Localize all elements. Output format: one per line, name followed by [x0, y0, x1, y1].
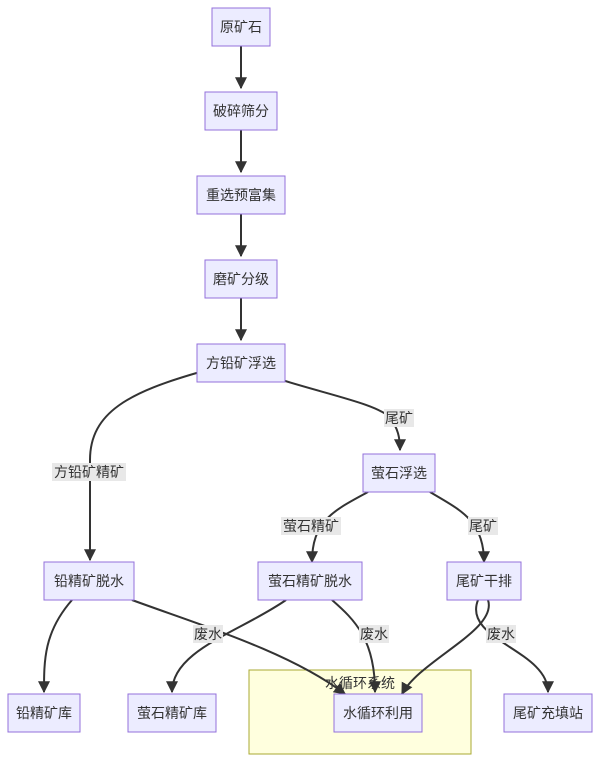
edge-label-waste-water-1: 废水 — [193, 625, 223, 643]
svg-text:原矿石: 原矿石 — [220, 20, 262, 36]
node-gravity: 重选预富集 — [196, 175, 286, 215]
svg-text:尾矿: 尾矿 — [385, 411, 413, 427]
svg-text:水循环利用: 水循环利用 — [343, 706, 413, 722]
svg-text:方铅矿浮选: 方铅矿浮选 — [206, 356, 276, 372]
node-galena-flotation: 方铅矿浮选 — [196, 343, 286, 383]
node-lead-dewater: 铅精矿脱水 — [43, 561, 135, 601]
edge-label-fluorite-conc: 萤石精矿 — [281, 517, 341, 535]
svg-text:尾矿干排: 尾矿干排 — [456, 574, 512, 590]
edge-label-waste-water-3: 废水 — [486, 625, 516, 643]
svg-text:萤石精矿库: 萤石精矿库 — [137, 706, 207, 722]
edge-label-galena-conc: 方铅矿精矿 — [52, 463, 126, 481]
svg-text:废水: 废水 — [360, 627, 388, 643]
svg-text:方铅矿精矿: 方铅矿精矿 — [54, 465, 124, 481]
svg-text:破碎筛分: 破碎筛分 — [213, 104, 269, 120]
svg-text:萤石精矿: 萤石精矿 — [283, 519, 339, 535]
node-water-recycle: 水循环利用 — [333, 693, 423, 733]
svg-text:尾矿: 尾矿 — [469, 519, 497, 535]
svg-text:萤石精矿脱水: 萤石精矿脱水 — [268, 574, 352, 590]
node-fluorite-flotation: 萤石浮选 — [362, 453, 436, 493]
svg-text:磨矿分级: 磨矿分级 — [213, 272, 269, 288]
edge-galena-fluorite — [281, 379, 406, 452]
node-crush: 破碎筛分 — [204, 91, 278, 131]
svg-text:废水: 废水 — [194, 627, 222, 643]
edge-taildry-water — [401, 599, 490, 696]
node-lead-store: 铅精矿库 — [7, 693, 81, 733]
node-ore: 原矿石 — [211, 7, 271, 47]
node-fluorite-store: 萤石精矿库 — [127, 693, 217, 733]
svg-text:废水: 废水 — [487, 627, 515, 643]
node-grind: 磨矿分级 — [204, 259, 278, 299]
node-tailings-fill: 尾矿充填站 — [503, 693, 593, 733]
node-fluorite-dewater: 萤石精矿脱水 — [257, 561, 363, 601]
svg-text:尾矿充填站: 尾矿充填站 — [513, 706, 583, 722]
svg-text:重选预富集: 重选预富集 — [206, 187, 276, 204]
edge-label-tailings-1: 尾矿 — [384, 409, 414, 427]
edge-label-tailings-2: 尾矿 — [468, 517, 498, 535]
node-tailings-dry: 尾矿干排 — [446, 561, 522, 601]
edge-taildry-tailfill — [475, 599, 554, 694]
edge-galena-leaddewater — [84, 371, 201, 562]
svg-text:萤石浮选: 萤石浮选 — [371, 466, 427, 482]
cluster-title: 水循环系统 — [325, 676, 395, 692]
svg-text:铅精矿库: 铅精矿库 — [16, 706, 72, 722]
edge-leaddewater-water — [131, 599, 346, 695]
edge-label-waste-water-2: 废水 — [359, 625, 389, 643]
edge-leaddewater-leadstore — [38, 599, 73, 694]
svg-text:铅精矿脱水: 铅精矿脱水 — [54, 574, 124, 590]
